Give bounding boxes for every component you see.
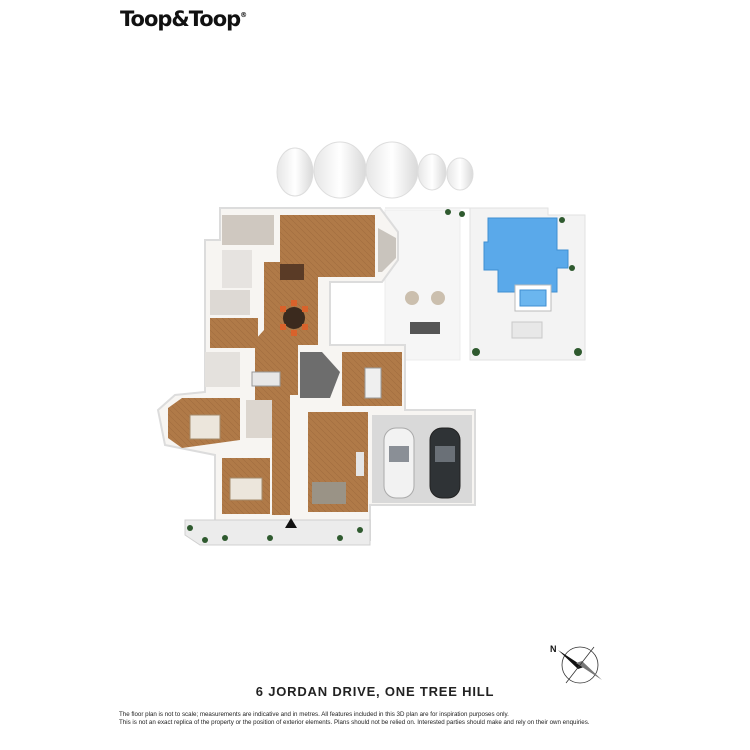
bookshelf	[280, 264, 304, 280]
water-tank	[417, 153, 447, 191]
walk-in-robe	[246, 400, 272, 438]
entry-arrow-icon	[285, 518, 297, 528]
outdoor-table	[511, 321, 543, 339]
spa	[519, 289, 547, 307]
rainwater-tanks	[276, 141, 474, 199]
master-bed	[189, 414, 221, 440]
disclaimer-line-1: The floor plan is not to scale; measurem…	[119, 711, 509, 718]
ensuite	[205, 352, 240, 387]
kitchen-island	[251, 371, 281, 387]
side-table	[356, 452, 364, 476]
house	[156, 207, 476, 546]
registered-mark: ®	[240, 11, 248, 19]
water-tank	[276, 147, 314, 197]
water-tank	[446, 157, 474, 191]
car-white	[383, 427, 415, 499]
bed-2	[229, 477, 263, 501]
rumpus-table	[364, 367, 382, 399]
bedroom-4	[210, 318, 258, 348]
water-tank	[313, 141, 367, 199]
water-tank	[365, 141, 419, 199]
compass-rose-icon: N	[548, 640, 608, 695]
entry-porch	[184, 519, 371, 546]
bathroom	[222, 250, 252, 288]
disclaimer-line-2: This is not an exact replica of the prop…	[119, 719, 590, 727]
car-dark	[429, 427, 461, 499]
outdoor-chair	[431, 291, 445, 305]
pool	[483, 217, 569, 293]
front-plants	[187, 525, 363, 543]
compass-north-label: N	[550, 644, 557, 654]
powder-room	[210, 290, 250, 315]
pool-area	[384, 207, 586, 411]
laundry	[222, 215, 274, 245]
outdoor-chair	[405, 291, 419, 305]
dining-table	[283, 307, 305, 329]
property-address: 6 JORDAN DRIVE, ONE TREE HILL	[255, 684, 495, 699]
kitchen-bench	[300, 352, 340, 398]
lounge-sofa	[312, 482, 346, 504]
plants	[445, 209, 582, 356]
outdoor-sofa	[410, 322, 440, 334]
disclaimer: The floor plan is not to scale; measurem…	[119, 711, 679, 728]
toop-toop-logo: Toop&Toop®	[120, 7, 247, 31]
bay-window	[378, 228, 396, 272]
logo-text: Toop&Toop	[120, 7, 241, 31]
north-arrow-icon	[558, 650, 584, 669]
dining-chairs	[280, 300, 308, 336]
